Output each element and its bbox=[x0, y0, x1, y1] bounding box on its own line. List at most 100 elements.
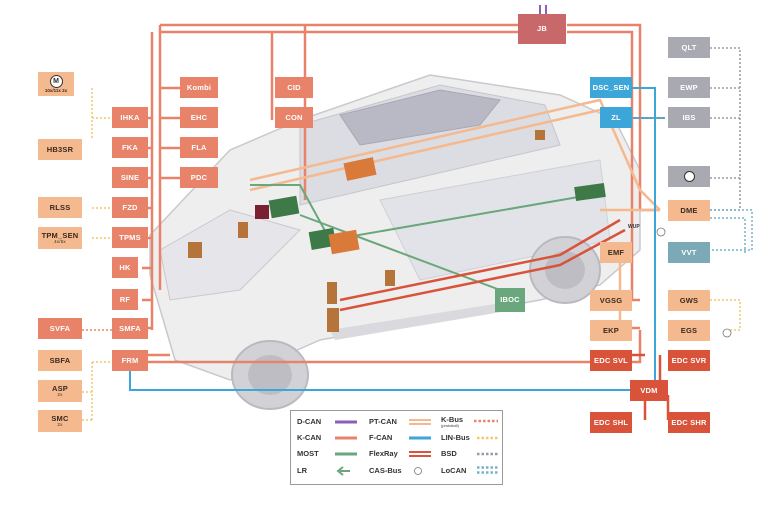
ibs-label: IBS bbox=[682, 112, 696, 122]
smc-sub: 2x bbox=[57, 421, 63, 427]
pdc-label: PDC bbox=[190, 172, 208, 182]
hb3sr-label: HB3SR bbox=[46, 144, 74, 154]
gws-label: GWS bbox=[679, 295, 699, 305]
ekp-box[interactable]: EKP bbox=[590, 320, 632, 341]
gws-box[interactable]: GWS bbox=[668, 290, 710, 311]
egs-label: EGS bbox=[680, 325, 698, 335]
legend-locan: LoCAN bbox=[441, 466, 499, 475]
legend-locan-swatch bbox=[477, 466, 499, 474]
left-arrow-icon bbox=[336, 466, 350, 476]
smc-label: SMC bbox=[51, 413, 69, 423]
edc-shl-label: EDC SHL bbox=[593, 417, 629, 427]
ihka-label: IHKA bbox=[120, 112, 140, 122]
asp-sub: 2x bbox=[57, 391, 63, 397]
legend-lr: LR bbox=[297, 466, 350, 476]
edc-svr-label: EDC SVR bbox=[671, 355, 707, 365]
dme-box[interactable]: DME bbox=[668, 200, 710, 221]
fka-label: FKA bbox=[121, 142, 138, 152]
legend-kcan: K-CAN bbox=[297, 433, 357, 442]
jb-box[interactable]: JB bbox=[518, 14, 566, 44]
legend-bsd: BSD bbox=[441, 449, 499, 458]
egs-box[interactable]: EGS bbox=[668, 320, 710, 341]
legend-kcan-swatch bbox=[335, 436, 357, 440]
svfa-box[interactable]: SVFA bbox=[38, 318, 82, 339]
legend-fcan-label: F-CAN bbox=[369, 433, 393, 442]
kombi-label: Kombi bbox=[186, 82, 212, 92]
dsc-sen-box[interactable]: DSC_SEN bbox=[590, 77, 632, 98]
rlss-label: RLSS bbox=[49, 202, 71, 212]
vvt-box[interactable]: VVT bbox=[668, 242, 710, 263]
tpm-sen-sub: 4x/5x bbox=[54, 238, 66, 244]
legend-dcan-label: D-CAN bbox=[297, 417, 322, 426]
rlss-box[interactable]: RLSS bbox=[38, 197, 82, 218]
gauge-icon bbox=[683, 171, 695, 182]
edc-svl-box[interactable]: EDC SVL bbox=[590, 350, 632, 371]
legend-linbus-swatch bbox=[477, 436, 499, 440]
ihka-box[interactable]: IHKA bbox=[112, 107, 148, 128]
legend-linbus: LIN-Bus bbox=[441, 433, 499, 442]
motor-sub: 10x/11x 2x bbox=[44, 88, 68, 93]
oil-sensor-box[interactable] bbox=[668, 166, 710, 187]
legend-flexray-label: FlexRay bbox=[369, 449, 398, 458]
hb3sr-box[interactable]: HB3SR bbox=[38, 139, 82, 160]
legend-lr-label: LR bbox=[297, 466, 307, 475]
rfk-box[interactable]: RF bbox=[112, 289, 138, 310]
hkl-box[interactable]: HK bbox=[112, 257, 138, 278]
legend-linbus-label: LIN-Bus bbox=[441, 433, 470, 442]
car-silhouette bbox=[149, 74, 641, 410]
legend-kbus-sub: (protokoll) bbox=[441, 423, 459, 428]
fla-label: FLA bbox=[191, 142, 207, 152]
con-box[interactable]: CON bbox=[275, 107, 313, 128]
sbfa-label: SBFA bbox=[49, 355, 71, 365]
fzd-box[interactable]: FZD bbox=[112, 197, 148, 218]
ehc-box[interactable]: EHC bbox=[180, 107, 218, 128]
sbfa-box[interactable]: SBFA bbox=[38, 350, 82, 371]
legend-ptcan-swatch bbox=[409, 419, 431, 425]
ibs-box[interactable]: IBS bbox=[668, 107, 710, 128]
dsc-partial-box[interactable]: ZL bbox=[600, 107, 632, 128]
ewp-box[interactable]: EWP bbox=[668, 77, 710, 98]
fla-box[interactable]: FLA bbox=[180, 137, 218, 158]
edc-shr-label: EDC SHR bbox=[671, 417, 707, 427]
kombi-box[interactable]: Kombi bbox=[180, 77, 218, 98]
tpms-box[interactable]: TPMS bbox=[112, 227, 148, 248]
edc-svr-box[interactable]: EDC SVR bbox=[668, 350, 710, 371]
legend-fcan: F-CAN bbox=[369, 433, 431, 442]
legend-flexray-swatch bbox=[409, 451, 431, 457]
legend-flexray: FlexRay bbox=[369, 449, 431, 458]
fka-box[interactable]: FKA bbox=[112, 137, 148, 158]
cid-box[interactable]: CID bbox=[275, 77, 313, 98]
frm-box[interactable]: FRM bbox=[112, 350, 148, 371]
vgsg-label: VGSG bbox=[599, 295, 623, 305]
vdm-box[interactable]: VDM bbox=[630, 380, 668, 401]
emf-box[interactable]: EMF bbox=[600, 242, 632, 263]
linbus-lines bbox=[82, 88, 741, 421]
motor-box[interactable]: M 10x/11x 2x bbox=[38, 72, 74, 96]
dsc-partial-label: ZL bbox=[611, 112, 621, 122]
iboc-box[interactable]: IBOC bbox=[495, 288, 525, 312]
cid-label: CID bbox=[287, 82, 301, 92]
qlt-box[interactable]: QLT bbox=[668, 37, 710, 58]
vvt-label: VVT bbox=[681, 247, 697, 257]
fzd-label: FZD bbox=[122, 202, 138, 212]
edc-svl-label: EDC SVL bbox=[594, 355, 628, 365]
qlt-label: QLT bbox=[681, 42, 697, 52]
edc-shr-box[interactable]: EDC SHR bbox=[668, 412, 710, 433]
sine-box[interactable]: SINE bbox=[112, 167, 148, 188]
legend-casbus: CAS-Bus bbox=[369, 466, 422, 475]
edc-shl-box[interactable]: EDC SHL bbox=[590, 412, 632, 433]
legend-casbus-swatch bbox=[414, 467, 422, 475]
dsc-sen-label: DSC_SEN bbox=[592, 82, 630, 92]
smfa-box[interactable]: SMFA bbox=[112, 318, 148, 339]
hkl-label: HK bbox=[119, 262, 131, 272]
svfa-label: SVFA bbox=[49, 323, 71, 333]
vgsg-box[interactable]: VGSG bbox=[590, 290, 632, 311]
legend-most-swatch bbox=[335, 452, 357, 456]
pdc-box[interactable]: PDC bbox=[180, 167, 218, 188]
con-label: CON bbox=[285, 112, 303, 122]
legend-bsd-swatch bbox=[477, 452, 499, 456]
ehc-label: EHC bbox=[190, 112, 208, 122]
